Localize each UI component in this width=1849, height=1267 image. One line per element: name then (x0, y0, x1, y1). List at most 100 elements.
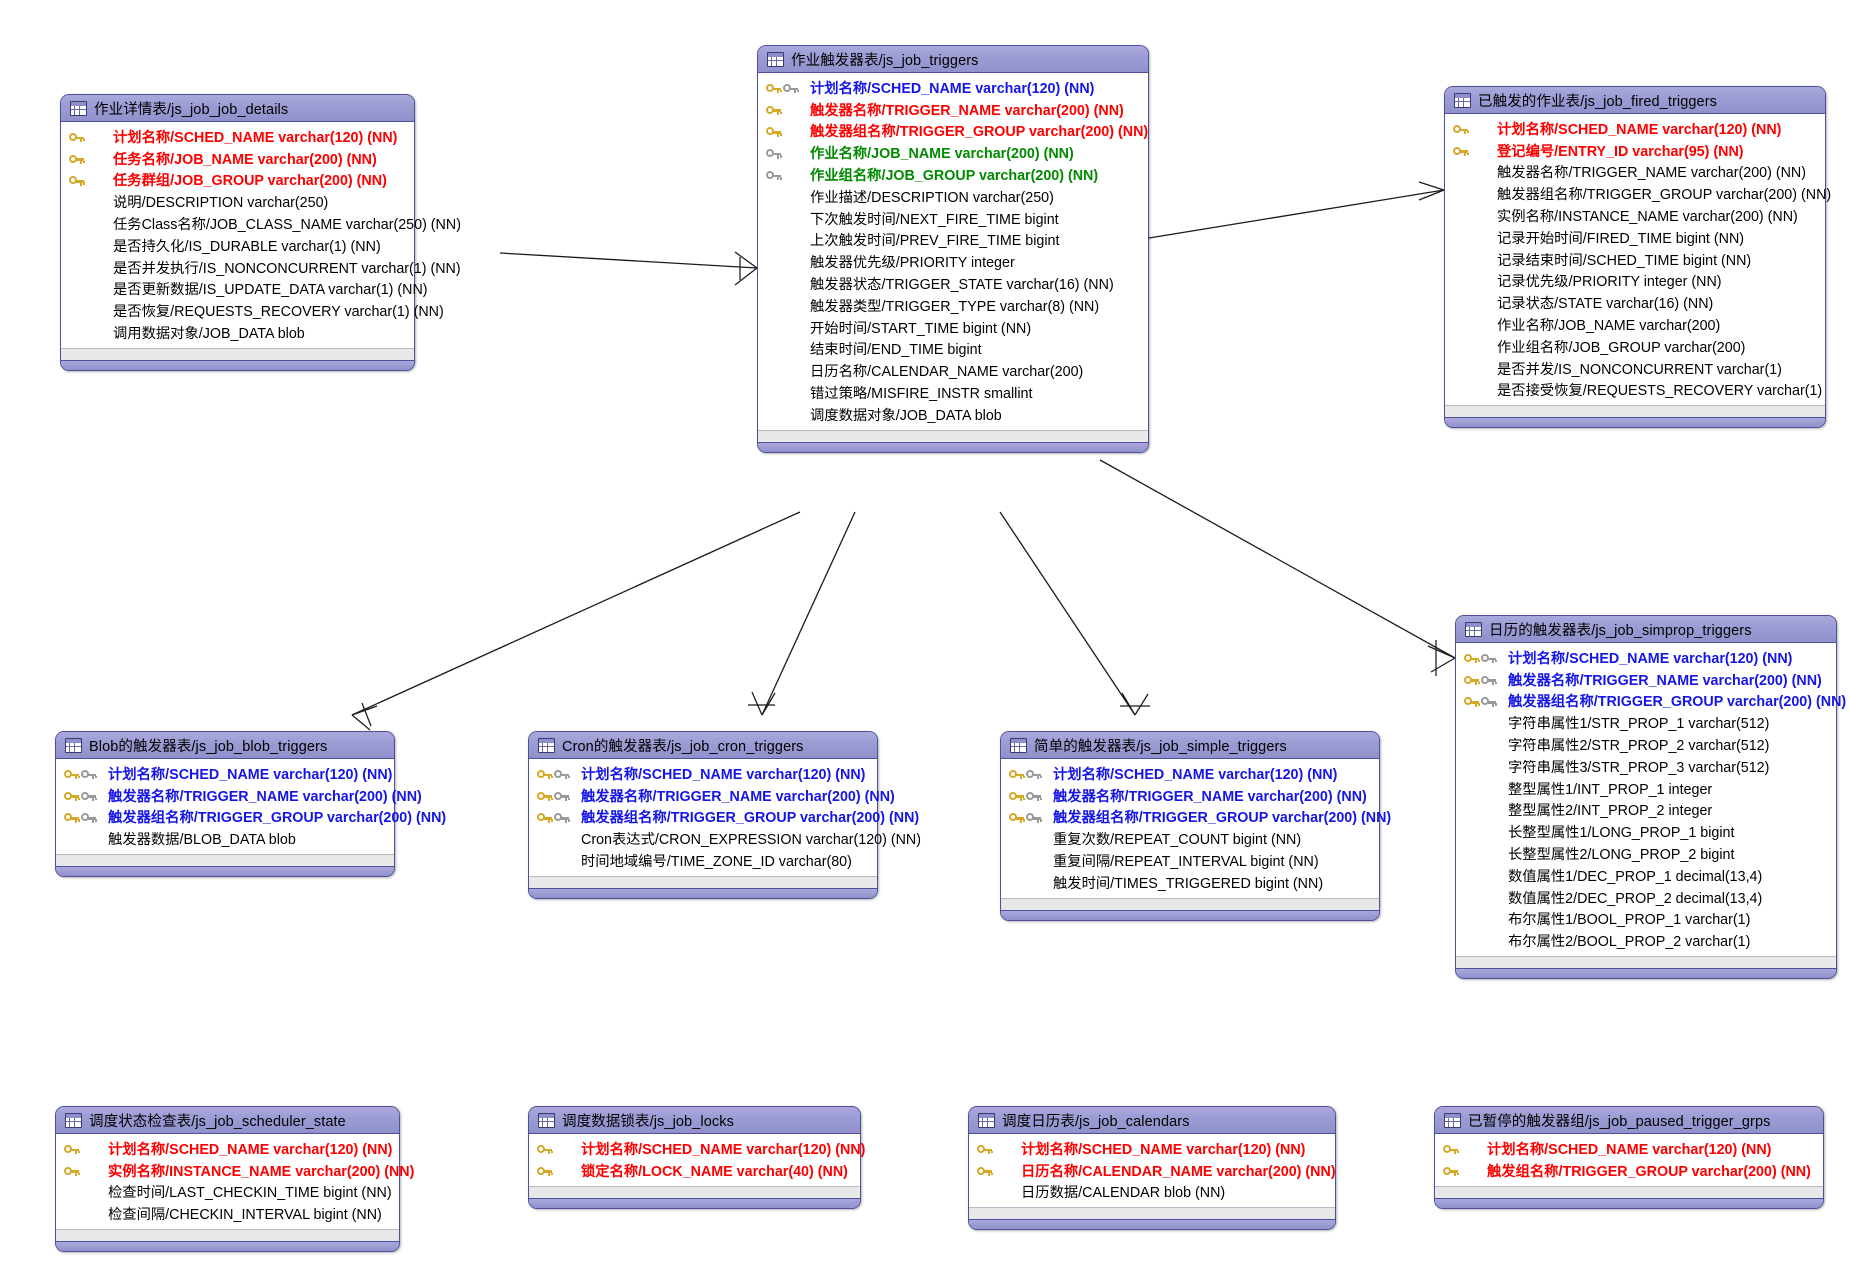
attribute-row[interactable]: 计划名称/SCHED_NAME varchar(120) (NN) (56, 1139, 399, 1161)
entity-header-scheduler_state[interactable]: 调度状态检查表/js_job_scheduler_state (56, 1107, 399, 1134)
attribute-row[interactable]: 作业名称/JOB_NAME varchar(200) (NN) (758, 143, 1148, 165)
attribute-row[interactable]: 是否持久化/IS_DURABLE varchar(1) (NN) (61, 236, 414, 258)
attribute-row[interactable]: 调用数据对象/JOB_DATA blob (61, 323, 414, 345)
entity-header-calendars[interactable]: 调度日历表/js_job_calendars (969, 1107, 1335, 1134)
entity-header-simple_triggers[interactable]: 简单的触发器表/js_job_simple_triggers (1001, 732, 1379, 759)
attribute-row[interactable]: 下次触发时间/NEXT_FIRE_TIME bigint (758, 209, 1148, 231)
entity-cron_triggers[interactable]: Cron的触发器表/js_job_cron_triggers 计划名称/SCHED… (528, 731, 921, 899)
attribute-row[interactable]: 调度数据对象/JOB_DATA blob (758, 405, 1148, 427)
attribute-row[interactable]: 实例名称/INSTANCE_NAME varchar(200) (NN) (56, 1161, 414, 1183)
attribute-row[interactable]: 触发器组名称/TRIGGER_GROUP varchar(200) (NN) (1001, 808, 1391, 830)
attribute-row[interactable]: 实例名称/INSTANCE_NAME varchar(200) (NN) (1445, 206, 1825, 228)
entity-triggers[interactable]: 作业触发器表/js_job_triggers 计划名称/SCHED_NAME va… (757, 45, 1149, 453)
attribute-row[interactable]: 重复间隔/REPEAT_INTERVAL bigint (NN) (1001, 851, 1379, 873)
attribute-row[interactable]: 触发器名称/TRIGGER_NAME varchar(200) (NN) (1001, 786, 1379, 808)
attribute-row[interactable]: 触发时间/TIMES_TRIGGERED bigint (NN) (1001, 873, 1379, 895)
attribute-row[interactable]: 日历名称/CALENDAR_NAME varchar(200) (758, 361, 1148, 383)
entity-header-simprop_triggers[interactable]: 日历的触发器表/js_job_simprop_triggers (1456, 616, 1836, 643)
attribute-row[interactable]: 记录结束时间/SCHED_TIME bigint (NN) (1445, 250, 1825, 272)
attribute-row[interactable]: 整型属性1/INT_PROP_1 integer (1456, 779, 1836, 801)
attribute-row[interactable]: 作业名称/JOB_NAME varchar(200) (1445, 315, 1825, 337)
attribute-row[interactable]: Cron表达式/CRON_EXPRESSION varchar(120) (NN… (529, 829, 921, 851)
attribute-row[interactable]: 错过策略/MISFIRE_INSTR smallint (758, 383, 1148, 405)
attribute-row[interactable]: 字符串属性3/STR_PROP_3 varchar(512) (1456, 757, 1836, 779)
attribute-row[interactable]: 开始时间/START_TIME bigint (NN) (758, 318, 1148, 340)
entity-header-locks[interactable]: 调度数据锁表/js_job_locks (529, 1107, 860, 1134)
attribute-row[interactable]: 触发器组名称/TRIGGER_GROUP varchar(200) (NN) (1456, 692, 1846, 714)
attribute-row[interactable]: 重复次数/REPEAT_COUNT bigint (NN) (1001, 829, 1379, 851)
entity-simple_triggers[interactable]: 简单的触发器表/js_job_simple_triggers 计划名称/SCHED… (1000, 731, 1391, 921)
attribute-row[interactable]: 布尔属性1/BOOL_PROP_1 varchar(1) (1456, 910, 1836, 932)
attribute-row[interactable]: 说明/DESCRIPTION varchar(250) (61, 192, 414, 214)
entity-paused_trigger_grps[interactable]: 已暂停的触发器组/js_job_paused_trigger_grps 计划名称/… (1434, 1106, 1824, 1209)
attribute-row[interactable]: 是否接受恢复/REQUESTS_RECOVERY varchar(1) (1445, 381, 1825, 403)
attribute-row[interactable]: 触发组名称/TRIGGER_GROUP varchar(200) (NN) (1435, 1161, 1823, 1183)
attribute-row[interactable]: 计划名称/SCHED_NAME varchar(120) (NN) (969, 1139, 1335, 1161)
attribute-row[interactable]: 触发器名称/TRIGGER_NAME varchar(200) (NN) (56, 786, 422, 808)
entity-header-blob_triggers[interactable]: Blob的触发器表/js_job_blob_triggers (56, 732, 394, 759)
attribute-row[interactable]: 任务群组/JOB_GROUP varchar(200) (NN) (61, 171, 414, 193)
attribute-row[interactable]: 计划名称/SCHED_NAME varchar(120) (NN) (1435, 1139, 1823, 1161)
attribute-row[interactable]: 是否并发执行/IS_NONCONCURRENT varchar(1) (NN) (61, 258, 461, 280)
entity-job_details[interactable]: 作业详情表/js_job_job_details 计划名称/SCHED_NAME … (60, 94, 461, 371)
attribute-row[interactable]: 计划名称/SCHED_NAME varchar(120) (NN) (529, 764, 877, 786)
attribute-row[interactable]: 触发器名称/TRIGGER_NAME varchar(200) (NN) (529, 786, 895, 808)
attribute-row[interactable]: 触发器名称/TRIGGER_NAME varchar(200) (NN) (1445, 163, 1825, 185)
attribute-row[interactable]: 计划名称/SCHED_NAME varchar(120) (NN) (1001, 764, 1379, 786)
entity-blob_triggers[interactable]: Blob的触发器表/js_job_blob_triggers 计划名称/SCHED… (55, 731, 446, 878)
attribute-row[interactable]: 计划名称/SCHED_NAME varchar(120) (NN) (56, 764, 394, 786)
attribute-row[interactable]: 触发器组名称/TRIGGER_GROUP varchar(200) (NN) (758, 122, 1148, 144)
attribute-row[interactable]: 是否并发/IS_NONCONCURRENT varchar(1) (1445, 359, 1825, 381)
entity-header-job_details[interactable]: 作业详情表/js_job_job_details (61, 95, 414, 122)
attribute-row[interactable]: 任务名称/JOB_NAME varchar(200) (NN) (61, 149, 414, 171)
attribute-row[interactable]: 登记编号/ENTRY_ID varchar(95) (NN) (1445, 141, 1825, 163)
attribute-row[interactable]: 任务Class名称/JOB_CLASS_NAME varchar(250) (N… (61, 214, 461, 236)
attribute-row[interactable]: 数值属性2/DEC_PROP_2 decimal(13,4) (1456, 888, 1836, 910)
attribute-row[interactable]: 日历数据/CALENDAR blob (NN) (969, 1183, 1335, 1205)
attribute-row[interactable]: 时间地域编号/TIME_ZONE_ID varchar(80) (529, 851, 877, 873)
attribute-row[interactable]: 布尔属性2/BOOL_PROP_2 varchar(1) (1456, 931, 1836, 953)
entity-scheduler_state[interactable]: 调度状态检查表/js_job_scheduler_state 计划名称/SCHED… (55, 1106, 414, 1253)
entity-header-cron_triggers[interactable]: Cron的触发器表/js_job_cron_triggers (529, 732, 877, 759)
entity-header-fired_triggers[interactable]: 已触发的作业表/js_job_fired_triggers (1445, 87, 1825, 114)
attribute-row[interactable]: 锁定名称/LOCK_NAME varchar(40) (NN) (529, 1161, 860, 1183)
attribute-row[interactable]: 作业组名称/JOB_GROUP varchar(200) (1445, 337, 1825, 359)
attribute-row[interactable]: 记录开始时间/FIRED_TIME bigint (NN) (1445, 228, 1825, 250)
attribute-row[interactable]: 计划名称/SCHED_NAME varchar(120) (NN) (61, 127, 414, 149)
attribute-row[interactable]: 触发器组名称/TRIGGER_GROUP varchar(200) (NN) (56, 808, 446, 830)
attribute-row[interactable]: 触发器名称/TRIGGER_NAME varchar(200) (NN) (758, 100, 1148, 122)
attribute-row[interactable]: 日历名称/CALENDAR_NAME varchar(200) (NN) (969, 1161, 1336, 1183)
attribute-row[interactable]: 触发器组名称/TRIGGER_GROUP varchar(200) (NN) (529, 808, 919, 830)
attribute-row[interactable]: 计划名称/SCHED_NAME varchar(120) (NN) (529, 1139, 865, 1161)
attribute-row[interactable]: 记录状态/STATE varchar(16) (NN) (1445, 293, 1825, 315)
entity-locks[interactable]: 调度数据锁表/js_job_locks 计划名称/SCHED_NAME varch… (528, 1106, 865, 1209)
attribute-row[interactable]: 结束时间/END_TIME bigint (758, 340, 1148, 362)
entity-header-paused_trigger_grps[interactable]: 已暂停的触发器组/js_job_paused_trigger_grps (1435, 1107, 1823, 1134)
attribute-row[interactable]: 记录优先级/PRIORITY integer (NN) (1445, 272, 1825, 294)
attribute-row[interactable]: 触发器名称/TRIGGER_NAME varchar(200) (NN) (1456, 670, 1836, 692)
attribute-row[interactable]: 作业描述/DESCRIPTION varchar(250) (758, 187, 1148, 209)
attribute-row[interactable]: 字符串属性1/STR_PROP_1 varchar(512) (1456, 713, 1836, 735)
attribute-row[interactable]: 计划名称/SCHED_NAME varchar(120) (NN) (1445, 119, 1825, 141)
attribute-row[interactable]: 计划名称/SCHED_NAME varchar(120) (NN) (758, 78, 1148, 100)
entity-simprop_triggers[interactable]: 日历的触发器表/js_job_simprop_triggers 计划名称/SCHE… (1455, 615, 1846, 980)
attribute-row[interactable]: 字符串属性2/STR_PROP_2 varchar(512) (1456, 735, 1836, 757)
attribute-row[interactable]: 触发器数据/BLOB_DATA blob (56, 829, 394, 851)
attribute-row[interactable]: 检查时间/LAST_CHECKIN_TIME bigint (NN) (56, 1183, 399, 1205)
attribute-row[interactable]: 长整型属性1/LONG_PROP_1 bigint (1456, 822, 1836, 844)
attribute-row[interactable]: 作业组名称/JOB_GROUP varchar(200) (NN) (758, 165, 1148, 187)
attribute-row[interactable]: 触发器类型/TRIGGER_TYPE varchar(8) (NN) (758, 296, 1148, 318)
attribute-row[interactable]: 触发器组名称/TRIGGER_GROUP varchar(200) (NN) (1445, 184, 1831, 206)
attribute-row[interactable]: 是否恢复/REQUESTS_RECOVERY varchar(1) (NN) (61, 301, 444, 323)
attribute-row[interactable]: 检查间隔/CHECKIN_INTERVAL bigint (NN) (56, 1204, 399, 1226)
attribute-row[interactable]: 数值属性1/DEC_PROP_1 decimal(13,4) (1456, 866, 1836, 888)
attribute-row[interactable]: 是否更新数据/IS_UPDATE_DATA varchar(1) (NN) (61, 280, 428, 302)
attribute-row[interactable]: 长整型属性2/LONG_PROP_2 bigint (1456, 844, 1836, 866)
entity-header-triggers[interactable]: 作业触发器表/js_job_triggers (758, 46, 1148, 73)
attribute-row[interactable]: 计划名称/SCHED_NAME varchar(120) (NN) (1456, 648, 1836, 670)
entity-fired_triggers[interactable]: 已触发的作业表/js_job_fired_triggers 计划名称/SCHED_… (1444, 86, 1831, 429)
attribute-row[interactable]: 上次触发时间/PREV_FIRE_TIME bigint (758, 231, 1148, 253)
attribute-row[interactable]: 触发器优先级/PRIORITY integer (758, 252, 1148, 274)
attribute-row[interactable]: 触发器状态/TRIGGER_STATE varchar(16) (NN) (758, 274, 1148, 296)
entity-calendars[interactable]: 调度日历表/js_job_calendars 计划名称/SCHED_NAME va… (968, 1106, 1336, 1231)
